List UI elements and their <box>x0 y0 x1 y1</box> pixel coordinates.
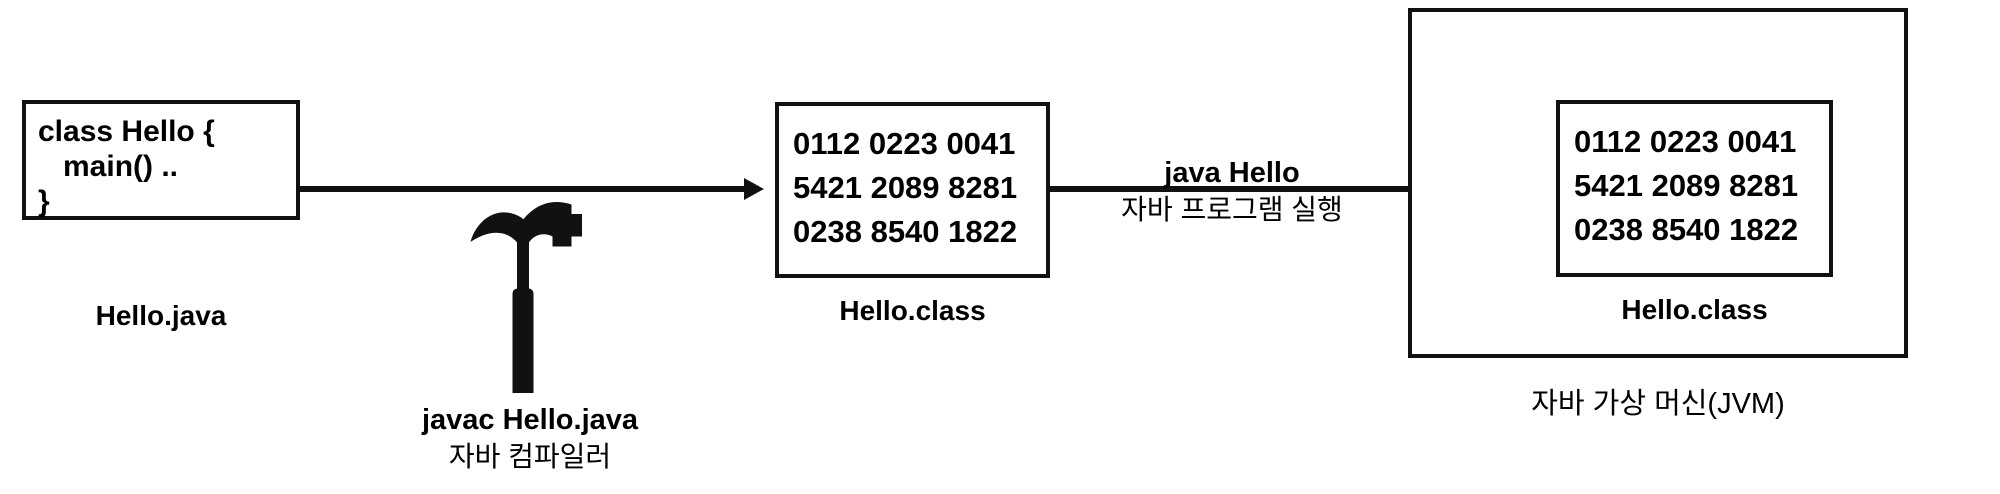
bytecode-line-1: 0112 0223 0041 <box>793 126 1016 161</box>
source-code-line-2: main() .. <box>38 150 179 183</box>
jvm-class-file-box: 0112 0223 0041 5421 2089 8281 0238 8540 … <box>1556 100 1833 277</box>
run-command-label-group: java Hello 자바 프로그램 실행 <box>1072 155 1392 229</box>
hammer-icon <box>470 198 590 393</box>
jvm-bytecode-line-1: 0112 0223 0041 <box>1574 124 1797 159</box>
jvm-class-file-bytecode: 0112 0223 0041 5421 2089 8281 0238 8540 … <box>1560 104 1829 252</box>
jvm-bytecode-line-3: 0238 8540 1822 <box>1574 212 1799 247</box>
run-command: java Hello <box>1164 157 1300 189</box>
class-file-caption: Hello.class <box>839 295 986 326</box>
compile-description: 자바 컴파일러 <box>448 441 612 472</box>
class-file-bytecode: 0112 0223 0041 5421 2089 8281 0238 8540 … <box>779 106 1046 254</box>
jvm-bytecode-line-2: 5421 2089 8281 <box>1574 168 1799 203</box>
bytecode-line-3: 0238 8540 1822 <box>793 214 1018 249</box>
run-description: 자바 프로그램 실행 <box>1121 194 1343 225</box>
source-code-line-3: } <box>38 185 50 218</box>
arrow-run <box>1050 186 1537 192</box>
compile-command: javac Hello.java <box>421 404 639 436</box>
jvm-caption: 자바 가상 머신(JVM) <box>1531 388 1785 420</box>
arrow-compile <box>300 186 758 192</box>
source-file-caption: Hello.java <box>95 300 227 331</box>
source-code-line-1: class Hello { <box>38 115 215 148</box>
compile-command-label-group: javac Hello.java 자바 컴파일러 <box>310 402 750 476</box>
source-file-box: class Hello { main() .. } <box>22 100 300 220</box>
bytecode-line-2: 5421 2089 8281 <box>793 170 1018 205</box>
jvm-class-file-caption: Hello.class <box>1621 294 1768 325</box>
class-file-box: 0112 0223 0041 5421 2089 8281 0238 8540 … <box>775 102 1050 278</box>
